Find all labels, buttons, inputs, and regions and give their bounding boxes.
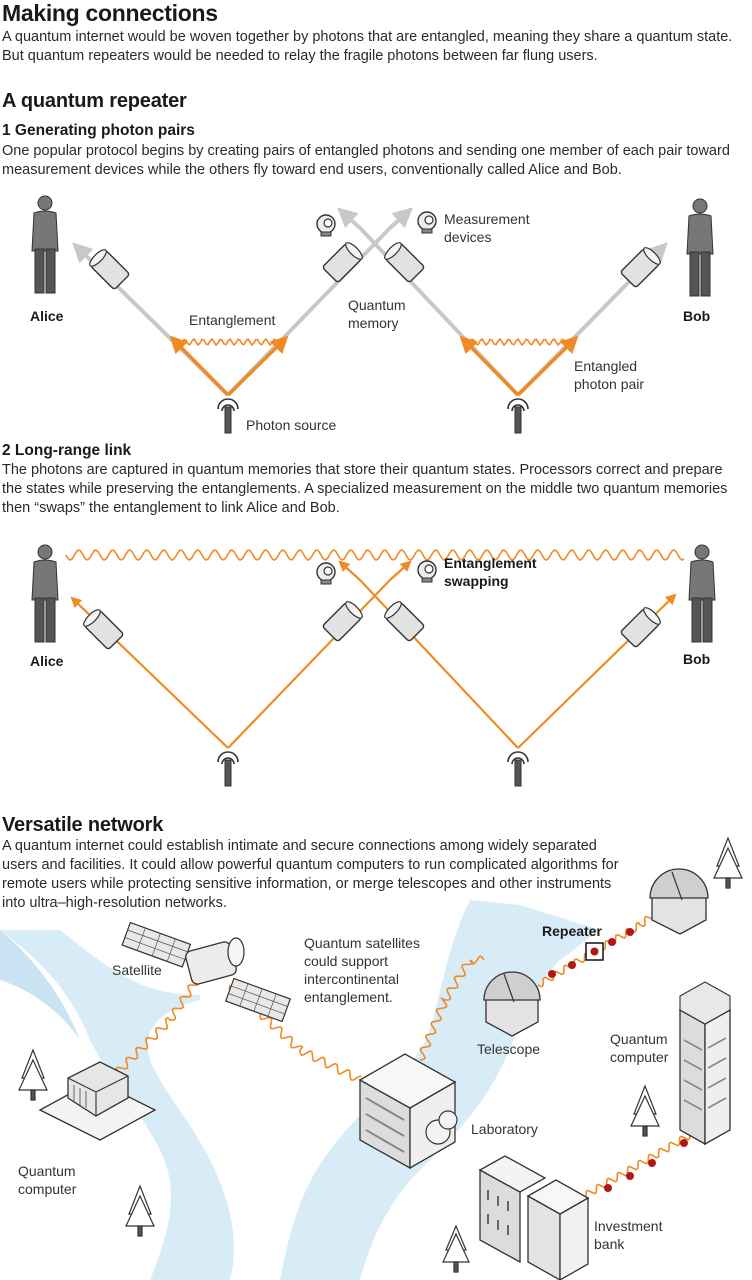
repeater-nodes	[548, 928, 688, 1192]
satellite-label: Satellite	[112, 962, 162, 978]
telescope-icon	[483, 971, 541, 1037]
satellite-note-4: entanglement.	[304, 989, 393, 1005]
quantum-memory-label-2: memory	[348, 315, 399, 331]
quantum-computer-left-label-2: computer	[18, 1181, 77, 1197]
entangled-pair-label-2: photon pair	[574, 376, 645, 392]
page-title: Making connections	[2, 0, 218, 26]
satellite-note-1: Quantum satellites	[304, 935, 420, 951]
investment-bank-label-1: Investment	[594, 1218, 663, 1234]
step1-diagram	[31, 195, 714, 434]
satellite-note-3: intercontinental	[304, 971, 399, 987]
investment-bank-label-2: bank	[594, 1236, 625, 1252]
tree-icons	[18, 836, 743, 1273]
bob-label-2: Bob	[683, 651, 711, 667]
quantum-computer-right-label-1: Quantum	[610, 1031, 668, 1047]
alice-label-1: Alice	[30, 308, 64, 324]
step2-diagram	[31, 544, 716, 787]
telescope-label: Telescope	[477, 1041, 541, 1057]
observatory-icon	[649, 868, 709, 935]
swapping-label-1: Entanglement	[444, 555, 537, 571]
photon-source-label: Photon source	[246, 417, 337, 433]
laboratory-icon	[358, 1053, 458, 1170]
step1-heading: 1 Generating photon pairs	[2, 122, 195, 139]
swapping-label-2: swapping	[444, 573, 509, 589]
network-heading: Versatile network	[2, 814, 164, 836]
network-text: A quantum internet could establish intim…	[2, 838, 619, 911]
entanglement-label: Entanglement	[189, 312, 276, 328]
quantum-memory-label-1: Quantum	[348, 297, 406, 313]
quantum-computer-right-label-2: computer	[610, 1049, 669, 1065]
step2-text: The photons are captured in quantum memo…	[2, 462, 728, 516]
measurement-label-1: Measurement	[444, 211, 530, 227]
quantum-computer-tower-icon	[678, 981, 732, 1146]
bob-label-1: Bob	[683, 308, 711, 324]
satellite-note-2: could support	[304, 953, 389, 969]
laboratory-label: Laboratory	[471, 1121, 538, 1137]
step2-heading: 2 Long-range link	[2, 442, 132, 459]
measurement-label-2: devices	[444, 229, 492, 245]
satellite-icon	[121, 921, 292, 1023]
intro-text: A quantum internet would be woven togeth…	[2, 29, 733, 64]
quantum-computer-left-icon	[38, 1061, 157, 1141]
alice-label-2: Alice	[30, 653, 64, 669]
entangled-pair-label-1: Entangled	[574, 358, 638, 374]
step1-text: One popular protocol begins by creating …	[2, 143, 730, 178]
quantum-computer-left-label-1: Quantum	[18, 1163, 76, 1179]
repeater-label: Repeater	[542, 923, 602, 939]
investment-bank-icon	[478, 1155, 590, 1280]
repeater-heading: A quantum repeater	[2, 90, 187, 112]
